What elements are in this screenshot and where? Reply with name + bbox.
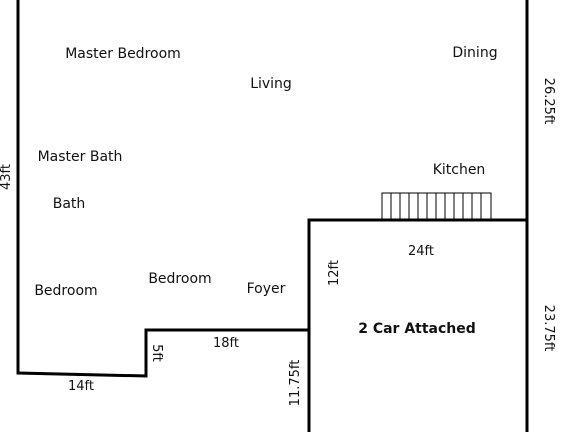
room-master-bath: Master Bath: [38, 149, 123, 165]
room-kitchen: Kitchen: [433, 162, 486, 178]
dim-garage-left-height: 11.75ft: [288, 360, 303, 407]
dim-right-upper: 26.25ft: [541, 78, 556, 125]
room-living: Living: [250, 76, 292, 92]
dim-garage-width: 24ft: [408, 244, 434, 259]
room-foyer: Foyer: [247, 281, 286, 297]
room-garage: 2 Car Attached: [358, 321, 476, 337]
room-bath: Bath: [53, 196, 86, 212]
room-dining: Dining: [452, 45, 497, 61]
room-bedroom: Bedroom: [34, 283, 97, 299]
stairs: [381, 192, 492, 221]
exterior-walls: [16, 0, 529, 432]
bottom-left-wall: [16, 371, 148, 378]
room-master-bedroom: Master Bedroom: [65, 46, 181, 62]
dim-bottom-width: 14ft: [68, 379, 94, 394]
room-bedroom: Bedroom: [148, 271, 211, 287]
dim-notch-width: 18ft: [213, 336, 239, 351]
dim-notch-height: 5ft: [149, 344, 164, 362]
dim-garage-inner-height: 12ft: [327, 260, 342, 286]
dim-left-height: 43ft: [0, 164, 14, 190]
dim-right-lower: 23.75ft: [541, 305, 556, 352]
